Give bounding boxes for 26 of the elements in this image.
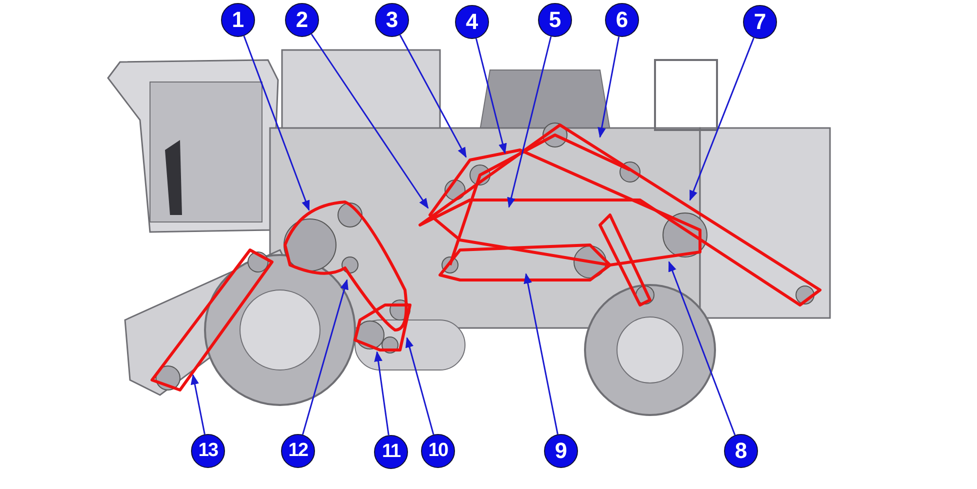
leader-line — [190, 374, 206, 434]
callout-number: 3 — [375, 3, 409, 37]
callout-number: 5 — [538, 3, 572, 37]
callout-number: 6 — [605, 3, 639, 37]
callout-number: 2 — [285, 3, 319, 37]
leader-line — [302, 279, 348, 435]
callout-number: 4 — [455, 5, 489, 39]
leader-line — [399, 34, 467, 158]
leader-line — [475, 38, 507, 154]
leader-line — [310, 34, 429, 209]
leader-line — [524, 272, 558, 434]
leader-line — [598, 36, 620, 138]
callout-number: 12 — [281, 434, 315, 468]
leader-line — [243, 36, 310, 211]
leader-line — [668, 261, 736, 436]
callout-number: 8 — [724, 434, 758, 468]
leader-line — [374, 350, 390, 436]
callout-number: 7 — [743, 5, 777, 39]
leader-line — [405, 336, 434, 435]
callout-number: 10 — [421, 434, 455, 468]
callout-number: 9 — [544, 434, 578, 468]
callout-number: 11 — [374, 435, 408, 469]
leader-line — [689, 38, 754, 201]
leader-line — [507, 36, 552, 208]
callout-number: 13 — [191, 434, 225, 468]
callout-number: 1 — [221, 3, 255, 37]
